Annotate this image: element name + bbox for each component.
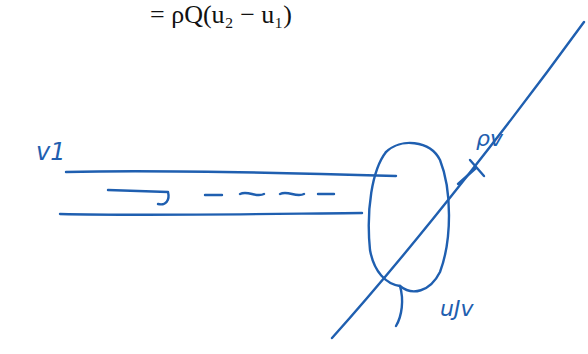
force-mark <box>458 160 484 184</box>
plate-line <box>332 22 584 338</box>
plate-outline-back <box>369 152 400 286</box>
equation: = ρQ(u₂ − u₁) <box>150 2 292 28</box>
flow-arrow <box>108 190 169 204</box>
velocity-label: v1 <box>36 140 65 164</box>
momentum-label: ρv <box>476 128 503 150</box>
pipe-lower-line <box>60 213 362 215</box>
plate-edge <box>396 286 402 326</box>
flow-dashes <box>205 193 334 195</box>
plate-outline-front <box>386 143 449 291</box>
velocity-label: uJv <box>440 298 473 320</box>
pipe-upper-line <box>66 171 396 176</box>
